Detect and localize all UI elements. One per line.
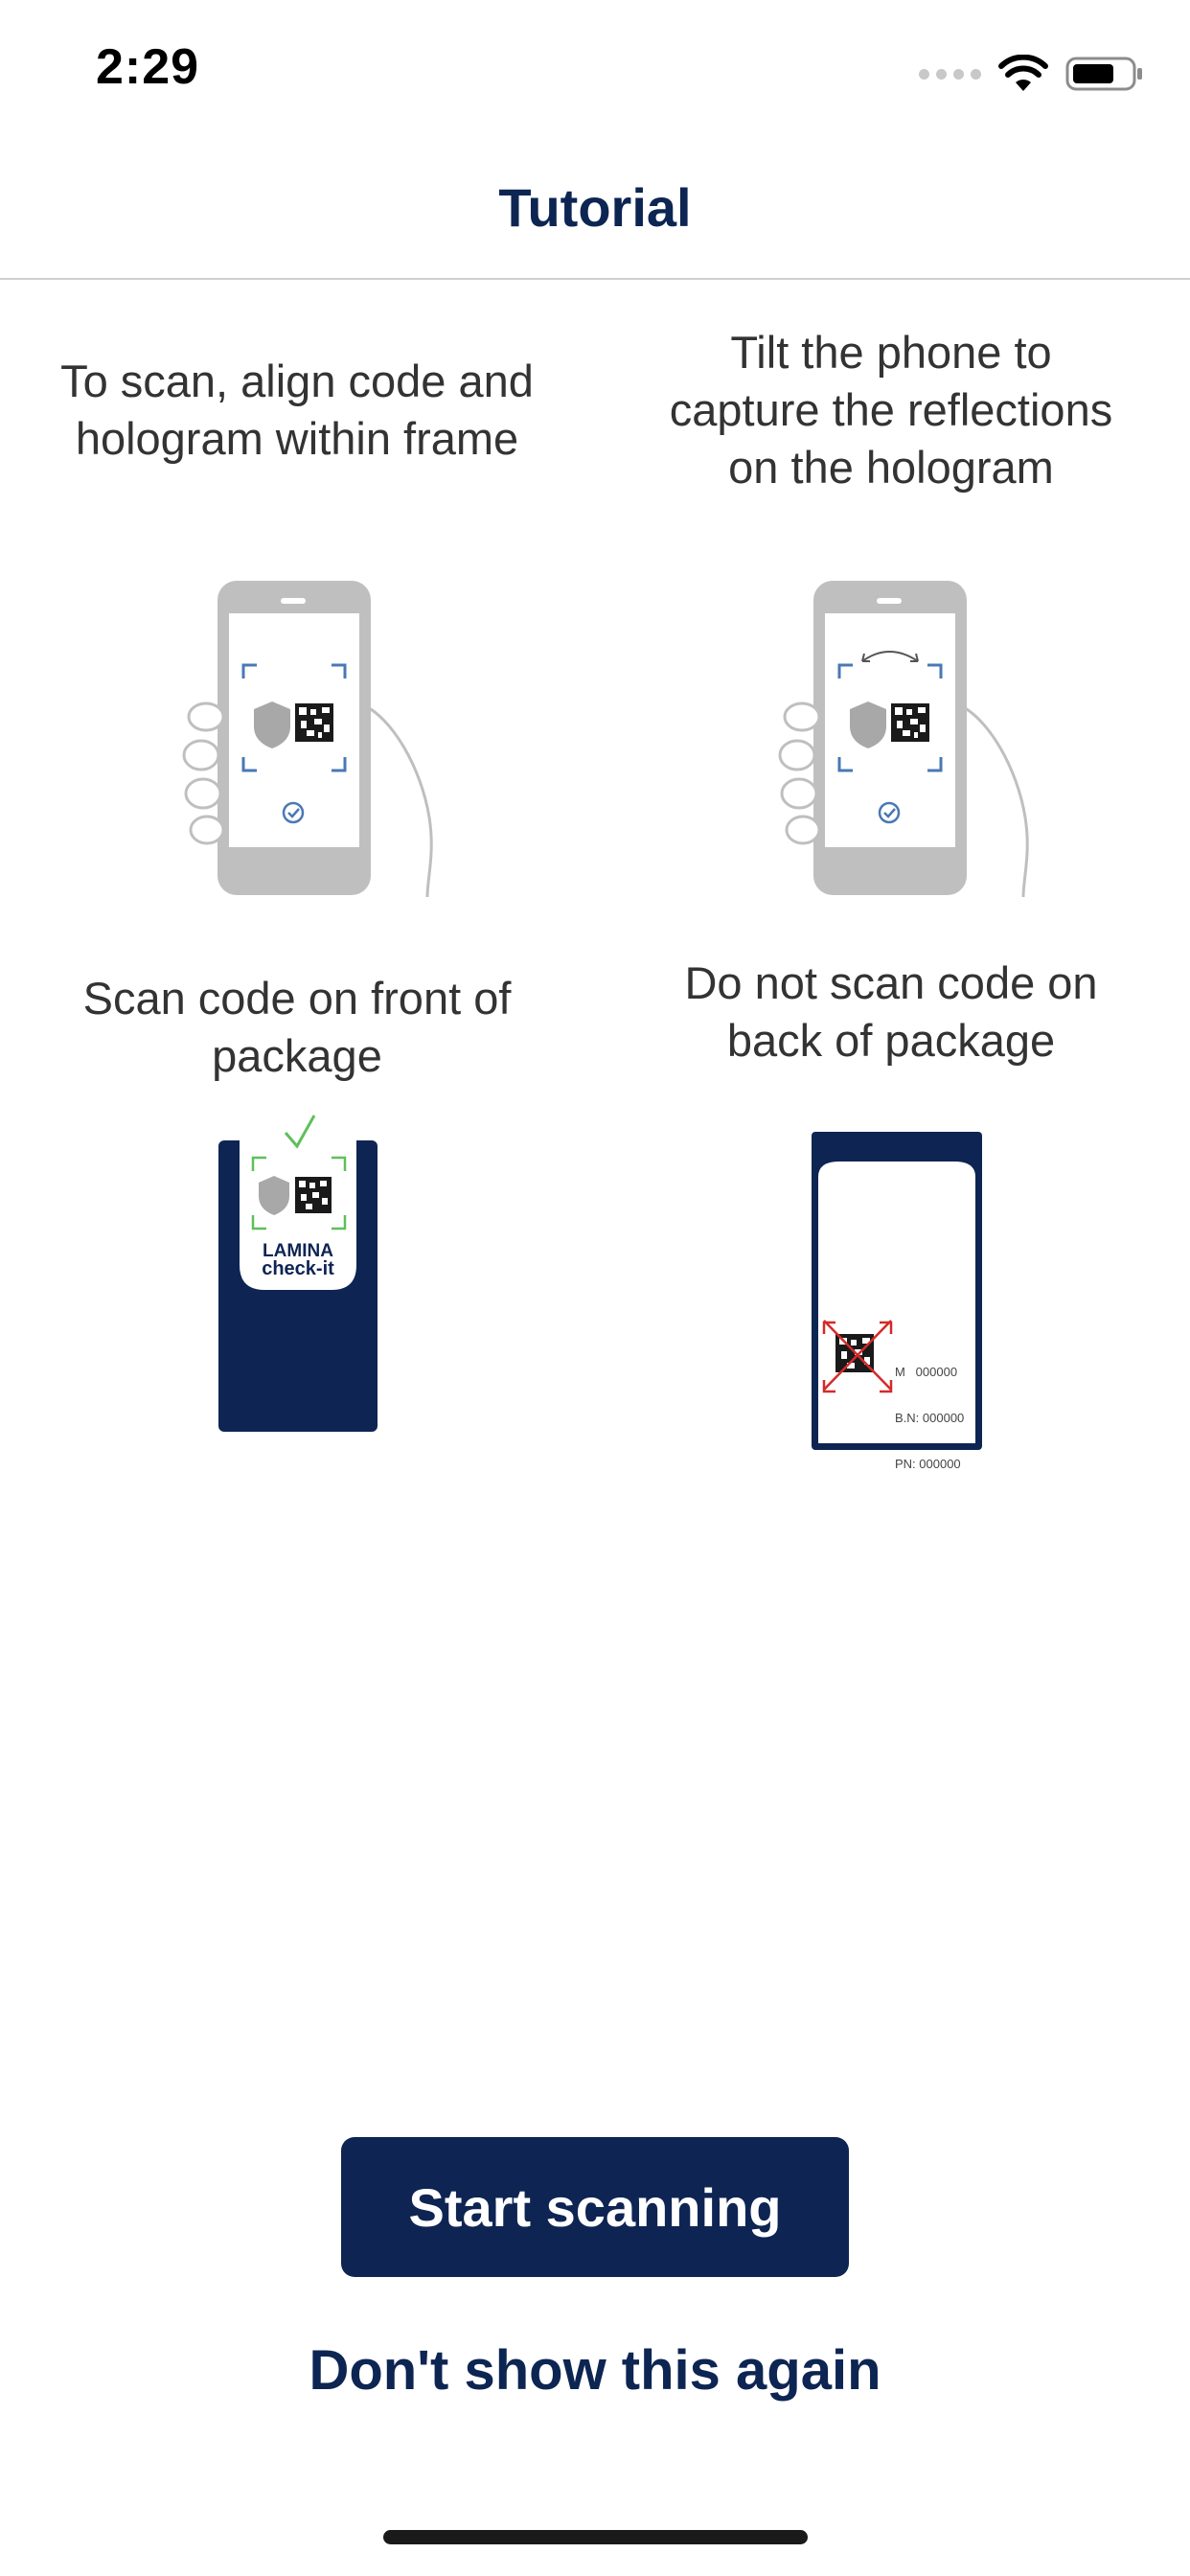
qr-code-icon: [295, 1177, 332, 1213]
start-scanning-button[interactable]: Start scanning: [341, 2137, 849, 2277]
package-back-illustration: M 000000 B.N: 000000 PN: 000000: [811, 1131, 983, 1471]
tip-front-package-text: Scan code on front of package: [82, 973, 512, 1081]
shield-icon: [259, 1176, 289, 1215]
cross-icon: [823, 1320, 892, 1391]
brand-line-1: LAMINA: [263, 1241, 333, 1261]
status-bar: 2:29: [0, 0, 1190, 134]
brand-line-2: check-it: [262, 1258, 334, 1279]
dont-show-again-link[interactable]: Don't show this again: [309, 2339, 881, 2402]
tilt-arrow-icon: [861, 651, 919, 662]
check-circle-icon: [878, 801, 901, 824]
phone-scan-illustration: [182, 581, 433, 898]
page-title: Tutorial: [498, 177, 692, 238]
cellular-signal-icon: [919, 68, 981, 80]
phone-tilt-illustration: [778, 581, 1029, 898]
package-front-illustration: LAMINA check-it: [217, 1112, 379, 1434]
check-circle-icon: [282, 801, 305, 824]
qr-code-icon: [891, 703, 929, 742]
wifi-icon: [998, 55, 1048, 91]
checkmark-icon: [284, 1115, 316, 1149]
navigation-bar: Tutorial: [0, 153, 1190, 280]
label-pn: PN: 000000: [895, 1457, 961, 1471]
status-time: 2:29: [96, 39, 200, 95]
package-label-block: M 000000 B.N: 000000 PN: 000000: [895, 1334, 983, 1503]
tip-align-frame-text: To scan, align code and hologram within …: [60, 356, 534, 464]
shield-icon: [850, 702, 886, 748]
status-icons: [919, 50, 1144, 98]
qr-code-icon: [295, 703, 333, 742]
shield-icon: [254, 702, 290, 748]
label-m: M 000000: [895, 1365, 958, 1379]
battery-icon: [1065, 57, 1142, 91]
label-bn: B.N: 000000: [895, 1411, 965, 1425]
tip-back-package-text: Do not scan code on back of package: [684, 957, 1098, 1066]
tip-tilt-phone-text: Tilt the phone to capture the reflection…: [669, 327, 1113, 493]
home-indicator: [383, 2530, 808, 2544]
